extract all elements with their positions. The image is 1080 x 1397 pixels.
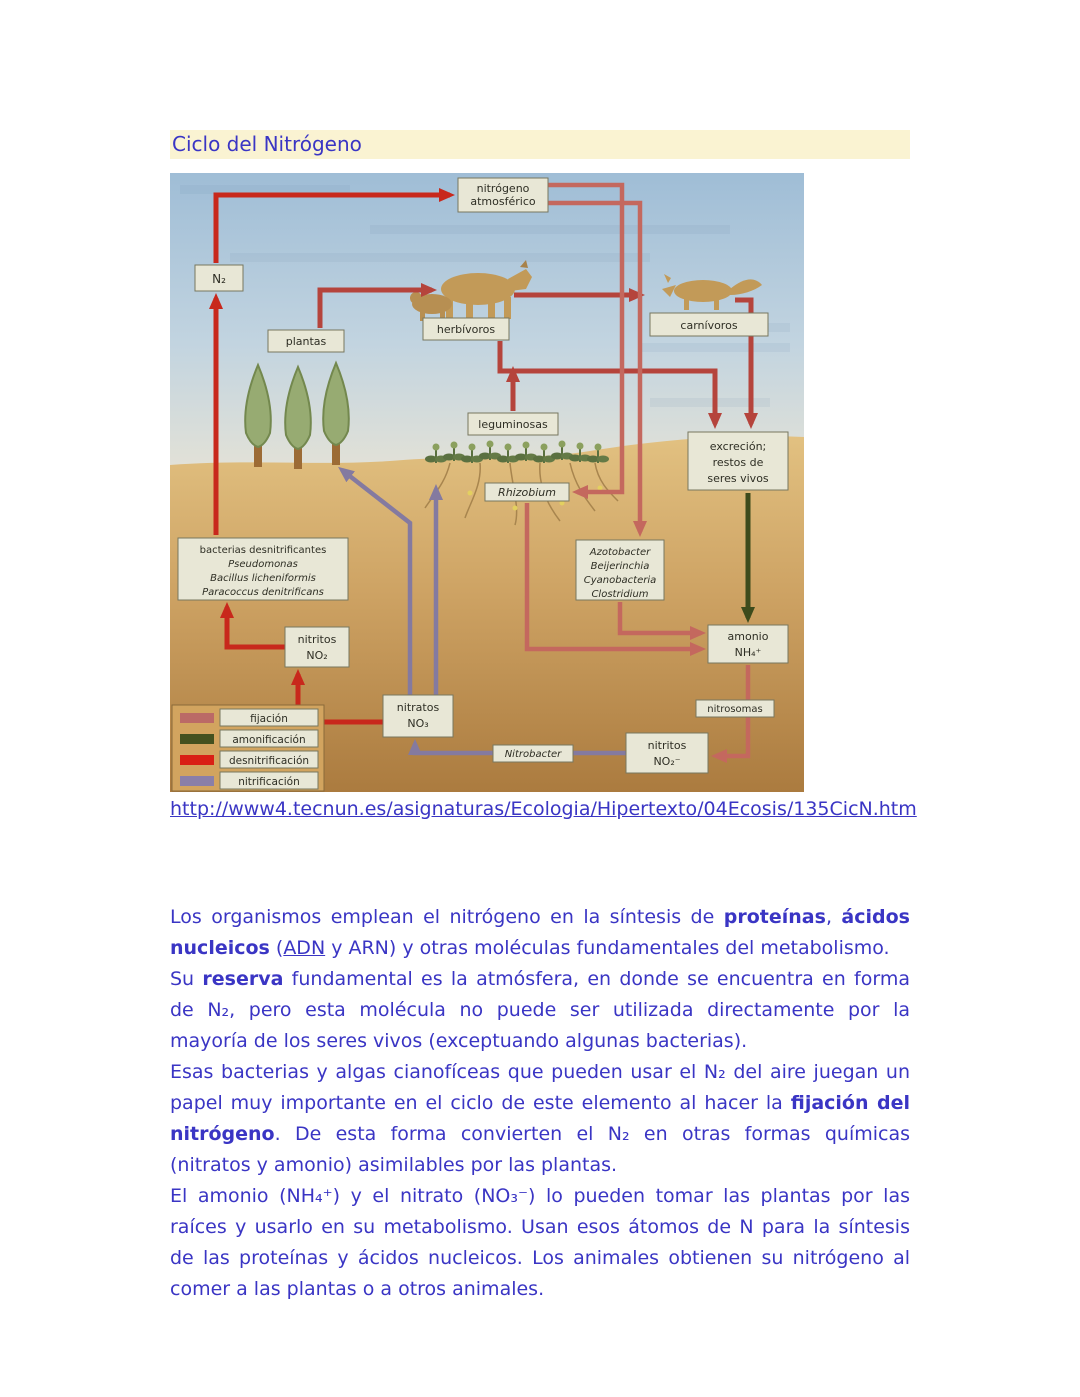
section-title-bar: Ciclo del Nitrógeno	[170, 130, 910, 159]
body-paragraph-4: El amonio (NH₄⁺) y el nitrato (NO₃⁻) lo …	[170, 1185, 910, 1300]
box-amonio: amonio NH₄⁺	[707, 624, 789, 664]
source-link-line: http://www4.tecnun.es/asignaturas/Ecolog…	[170, 798, 917, 820]
content-column: Ciclo del Nitrógeno	[170, 130, 917, 1305]
box-nitrogeno-atmosferico: nitrógeno atmosférico	[457, 177, 549, 213]
diagram-legend: fijación amonificación desnitrificación	[171, 704, 325, 792]
svg-text:nitrificación: nitrificación	[238, 776, 300, 788]
svg-text:amonio: amonio	[728, 630, 769, 643]
box-azotobacter: Azotobacter Beijerinchia Cyanobacteria C…	[575, 539, 665, 601]
svg-text:Azotobacter: Azotobacter	[589, 547, 651, 558]
svg-text:excreción;: excreción;	[710, 440, 767, 453]
svg-text:Paracoccus denitrificans: Paracoccus denitrificans	[202, 587, 324, 598]
svg-text:desnitrificación: desnitrificación	[229, 755, 309, 767]
svg-text:bacterias desnitrificantes: bacterias desnitrificantes	[200, 545, 327, 556]
svg-text:atmosférico: atmosférico	[470, 195, 535, 208]
svg-text:restos de: restos de	[713, 456, 764, 469]
fox-carnivore	[662, 274, 762, 310]
legend-item-amonificacion: amonificación	[180, 729, 319, 748]
trees-plantas	[244, 362, 350, 470]
diagram-boxes: nitrógeno atmosférico N₂ plantas herbívo…	[177, 177, 789, 774]
box-carnivoros: carnívoros	[649, 312, 769, 337]
box-excrecion: excreción; restos de seres vivos	[687, 431, 789, 491]
box-leguminosas: leguminosas	[467, 412, 559, 436]
svg-text:NO₂: NO₂	[306, 649, 327, 662]
body-text: Los organismos emplean el nitrógeno en l…	[170, 902, 910, 1305]
legend-item-nitrificacion: nitrificación	[180, 771, 319, 790]
svg-text:Bacillus licheniformis: Bacillus licheniformis	[210, 573, 316, 584]
svg-text:herbívoros: herbívoros	[437, 323, 496, 336]
svg-text:leguminosas: leguminosas	[478, 418, 548, 431]
body-paragraph-3: Esas bacterias y algas cianofíceas que p…	[170, 1061, 910, 1176]
svg-text:nitratos: nitratos	[397, 701, 440, 714]
svg-text:Clostridium: Clostridium	[591, 589, 648, 600]
legend-swatch-desnitrificacion	[180, 755, 214, 765]
legend-swatch-amonificacion	[180, 734, 214, 744]
svg-text:NO₂⁻: NO₂⁻	[653, 755, 680, 768]
svg-text:N₂: N₂	[212, 272, 226, 286]
svg-text:nitritos: nitritos	[648, 739, 687, 752]
source-link[interactable]: http://www4.tecnun.es/asignaturas/Ecolog…	[170, 798, 917, 820]
svg-text:seres vivos: seres vivos	[707, 472, 769, 485]
svg-text:Nitrobacter: Nitrobacter	[505, 749, 562, 760]
legend-swatch-nitrificacion	[180, 776, 214, 786]
legend-swatch-fijacion	[180, 713, 214, 723]
svg-text:Cyanobacteria: Cyanobacteria	[584, 575, 657, 586]
svg-text:plantas: plantas	[286, 335, 327, 348]
nitrogen-cycle-diagram: nitrógeno atmosférico N₂ plantas herbívo…	[170, 173, 804, 792]
legend-item-fijacion: fijación	[180, 708, 319, 727]
box-nitrobacter: Nitrobacter	[492, 744, 574, 763]
calf-herbivore	[410, 292, 452, 321]
svg-text:Beijerinchia: Beijerinchia	[591, 561, 650, 572]
box-nitritos-izquierda: nitritos NO₂	[284, 626, 350, 668]
svg-text:NO₃: NO₃	[407, 717, 428, 730]
body-paragraph-2: Su reserva fundamental es la atmósfera, …	[170, 968, 910, 1052]
svg-text:Rhizobium: Rhizobium	[498, 486, 556, 499]
svg-text:fijación: fijación	[250, 713, 288, 725]
svg-text:nitrosomas: nitrosomas	[707, 704, 762, 715]
svg-text:amonificación: amonificación	[232, 734, 305, 746]
svg-text:nitrógeno: nitrógeno	[477, 182, 530, 195]
box-nitritos-derecha: nitritos NO₂⁻	[625, 732, 709, 774]
svg-text:NH₄⁺: NH₄⁺	[735, 646, 762, 659]
box-rhizobium: Rhizobium	[484, 482, 570, 502]
box-herbivoros: herbívoros	[422, 317, 510, 341]
box-plantas: plantas	[267, 329, 345, 353]
box-nitratos: nitratos NO₃	[382, 694, 454, 738]
box-nitrosomas: nitrosomas	[695, 699, 775, 718]
svg-text:Pseudomonas: Pseudomonas	[228, 559, 298, 570]
box-bacterias-desnitrificantes: bacterias desnitrificantes Pseudomonas B…	[177, 537, 349, 601]
section-title: Ciclo del Nitrógeno	[172, 132, 362, 156]
svg-text:nitritos: nitritos	[298, 633, 337, 646]
box-n2: N₂	[194, 264, 244, 292]
nitrogen-cycle-figure: nitrógeno atmosférico N₂ plantas herbívo…	[170, 173, 804, 792]
body-paragraph-1: Los organismos emplean el nitrógeno en l…	[170, 906, 910, 959]
root-nodules	[467, 485, 603, 511]
svg-text:carnívoros: carnívoros	[680, 319, 737, 332]
legend-item-desnitrificacion: desnitrificación	[180, 750, 319, 769]
